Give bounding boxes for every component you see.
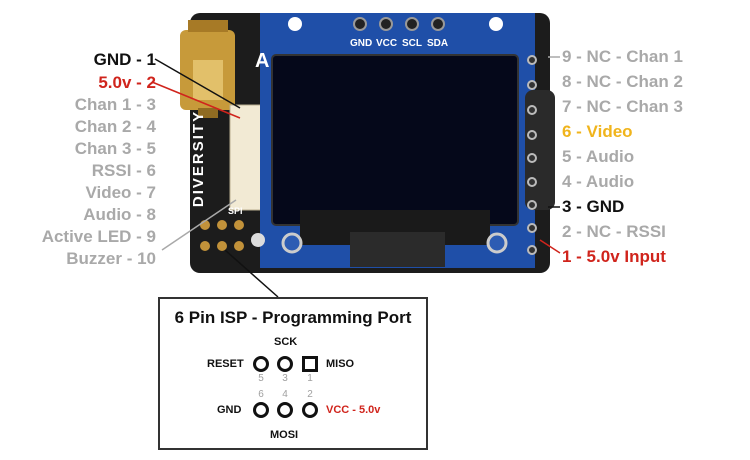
isp-pin-5: [253, 356, 269, 372]
right-label-gnd: 3 - GND: [562, 197, 625, 216]
isp-pin-4: [277, 402, 293, 418]
isp-num-3: 3: [282, 373, 288, 384]
left-label-chan3: Chan 3 - 5: [74, 139, 156, 158]
left-label-video: Video - 7: [85, 183, 156, 202]
left-label-gnd: GND - 1: [93, 50, 156, 69]
isp-reset-label: RESET: [207, 358, 244, 370]
right-label-video: 6 - Video: [562, 122, 633, 141]
isp-num-2: 2: [307, 389, 313, 400]
left-label-audio: Audio - 8: [83, 205, 156, 224]
isp-num-4: 4: [282, 389, 288, 400]
antenna-marking: A: [255, 50, 270, 72]
isp-mosi-label: MOSI: [270, 429, 299, 441]
right-label-nc-rssi: 2 - NC - RSSI: [562, 222, 666, 241]
isp-num-1: 1: [307, 373, 313, 384]
oled-pin-sda: SDA: [427, 38, 449, 49]
isp-title: 6 Pin ISP - Programming Port: [174, 308, 412, 327]
right-label-5v-input: 1 - 5.0v Input: [562, 247, 666, 266]
left-label-chan2: Chan 2 - 4: [74, 117, 156, 136]
left-label-buzzer: Buzzer - 10: [66, 249, 156, 268]
isp-pinout-box: 6 Pin ISP - Programming Port SCK RESET M…: [158, 297, 428, 450]
isp-pin-1: [302, 356, 318, 372]
isp-miso-label: MISO: [326, 358, 355, 370]
right-label-nc-chan2: 8 - NC - Chan 2: [562, 72, 683, 91]
isp-num-6: 6: [258, 389, 264, 400]
oled-pin-gnd: GND: [350, 38, 373, 49]
right-label-nc-chan3: 7 - NC - Chan 3: [562, 97, 683, 116]
right-label-nc-chan1: 9 - NC - Chan 1: [562, 47, 683, 66]
isp-num-5: 5: [258, 373, 264, 384]
isp-gnd-label: GND: [217, 404, 242, 416]
right-label-audio-4: 4 - Audio: [562, 172, 635, 191]
right-label-audio-5: 5 - Audio: [562, 147, 635, 166]
oled-pin-scl: SCL: [402, 38, 422, 49]
left-label-active-led: Active LED - 9: [41, 227, 156, 246]
isp-sck-label: SCK: [274, 336, 298, 348]
oled-pin-vcc: VCC: [376, 38, 398, 49]
isp-pin-2: [302, 402, 318, 418]
left-label-5v: 5.0v - 2: [98, 73, 156, 92]
diversity-silkscreen: DIVERSITY: [190, 109, 208, 208]
spi-silkscreen: SPI: [228, 206, 243, 216]
isp-vcc-label: VCC - 5.0v: [326, 404, 381, 416]
left-label-chan1: Chan 1 - 3: [74, 95, 156, 114]
oled-screen: [271, 54, 519, 226]
isp-pin-6: [253, 402, 269, 418]
sma-antenna-connector: [180, 20, 235, 118]
left-label-rssi: RSSI - 6: [91, 161, 156, 180]
isp-pin-3: [277, 356, 293, 372]
